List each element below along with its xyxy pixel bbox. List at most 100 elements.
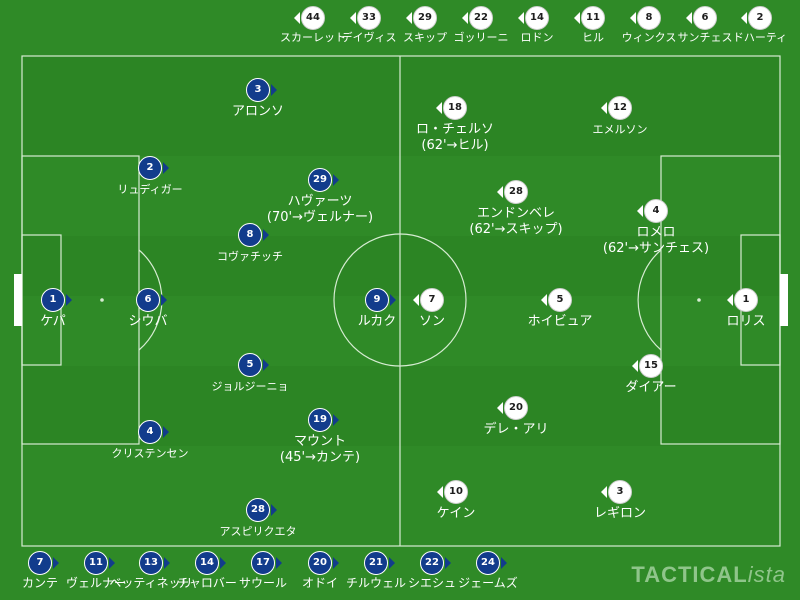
bench-player-name: ウィンクス [621,31,677,44]
home-bench-player[interactable]: 11 ヴェルナー [61,551,131,591]
home-player-kovacic[interactable]: 8 コヴァチッチ [175,223,325,273]
home-bench-player[interactable]: 22 シエシュ [397,551,467,591]
direction-arrow-icon [462,12,468,24]
home-player-azpilicueta[interactable]: 28 アスピリクエタ [183,498,333,548]
away-player-dele-alli[interactable]: 20 デレ・アリ [441,396,591,446]
home-bench-player[interactable]: 24 ジェームズ [453,551,523,591]
direction-arrow-icon [263,229,269,241]
home-bench-player[interactable]: 13 ベッティネッリ [109,551,193,591]
player-token: 8 [238,223,269,247]
player-name: ハヴァーツ(70'→ヴェルナー) [245,194,395,226]
player-token: 2 [741,6,772,30]
bench-player-name: サンチェス [677,31,733,44]
player-token: 44 [294,6,325,30]
player-token: 10 [437,480,468,504]
away-bench-player[interactable]: 22 ゴッリーニ [446,6,516,46]
bench-player-name: スカーレット [280,31,346,44]
player-token: 13 [139,551,170,575]
player-token: 1 [727,288,758,312]
direction-arrow-icon [497,186,503,198]
away-player-romero[interactable]: 4 ロメロ(62'→サンチェス) [581,199,731,256]
player-token: 15 [632,354,663,378]
home-bench-player[interactable]: 14 チャロバー [172,551,242,591]
player-token: 8 [630,6,661,30]
home-bench-player[interactable]: 7 カンテ [5,551,75,591]
player-token: 5 [238,353,269,377]
direction-arrow-icon [501,557,507,569]
home-player-silva[interactable]: 6 シウバ [73,288,223,338]
home-player-alonso[interactable]: 3 アロンソ [183,78,333,128]
bench-player-name: ゴッリーニ [453,31,509,44]
bench-player-name: ドハーティ [732,31,788,44]
away-player-hojbjerg[interactable]: 5 ホイビュア [485,288,635,338]
player-name: シウバ [128,314,168,329]
player-token: 29 [308,168,339,192]
direction-arrow-icon [497,402,503,414]
away-player-emerson[interactable]: 12 エメルソン [545,96,695,146]
away-bench-player[interactable]: 6 サンチェス [670,6,740,46]
direction-arrow-icon [637,205,643,217]
player-token: 28 [246,498,277,522]
player-name: コヴァチッチ [217,250,283,263]
player-name: ジョルジーニョ [211,380,289,393]
direction-arrow-icon [518,12,524,24]
direction-arrow-icon [163,162,169,174]
player-token: 20 [497,396,528,420]
home-player-rudiger[interactable]: 2 リュディガー [75,156,225,206]
player-name: ケイン [436,506,476,521]
away-player-lo-celso[interactable]: 18 ロ・チェルソ(62'→ヒル) [380,96,530,153]
direction-arrow-icon [727,294,733,306]
player-name: アスピリクエタ [219,525,297,538]
home-player-kepa[interactable]: 1 ケパ [0,288,128,338]
player-name: エメルソン [592,123,648,136]
home-player-lukaku[interactable]: 9 ルカク [302,288,452,338]
away-bench-player[interactable]: 14 ロドン [502,6,572,46]
away-bench-player[interactable]: 44 スカーレット [278,6,348,46]
player-token: 11 [574,6,605,30]
away-player-dier[interactable]: 15 ダイアー [576,354,726,404]
direction-arrow-icon [333,557,339,569]
away-player-lloris[interactable]: 1 ロリス [671,288,800,338]
player-token: 22 [462,6,493,30]
direction-arrow-icon [109,557,115,569]
home-player-christensen[interactable]: 4 クリステンセン [75,420,225,470]
player-name: リュディガー [117,183,183,196]
player-name: アロンソ [231,104,284,119]
direction-arrow-icon [263,359,269,371]
away-player-reguilon[interactable]: 3 レギロン [545,480,695,530]
player-token: 33 [350,6,381,30]
direction-arrow-icon [436,102,442,114]
player-name: レギロン [593,506,646,521]
away-bench-player[interactable]: 29 スキップ [390,6,460,46]
player-token: 14 [195,551,226,575]
centre-circle [333,233,467,367]
bench-player-name: スキップ [403,31,447,44]
away-bench-player[interactable]: 11 ヒル [558,6,628,46]
player-token: 18 [436,96,467,120]
away-bench-player[interactable]: 8 ウィンクス [614,6,684,46]
substitution-note: (62'→ヒル) [421,138,489,153]
bench-player-name: オドイ [301,576,338,590]
away-bench-player[interactable]: 2 ドハーティ [725,6,795,46]
player-name: ダイアー [625,380,677,395]
home-player-mount[interactable]: 19 マウント(45'→カンテ) [245,408,395,465]
away-player-ndombele[interactable]: 28 エンドンベレ(62'→スキップ) [441,180,591,237]
away-player-son[interactable]: 7 ソン [357,288,507,338]
home-player-havertz[interactable]: 29 ハヴァーツ(70'→ヴェルナー) [245,168,395,225]
direction-arrow-icon [445,557,451,569]
home-bench-player[interactable]: 21 チルウェル [341,551,411,591]
home-player-jorginho[interactable]: 5 ジョルジーニョ [175,353,325,403]
bench-player-name: ベッティネッリ [109,576,193,590]
away-player-kane[interactable]: 10 ケイン [381,480,531,530]
player-name: ホイビュア [527,314,593,329]
player-name: ロ・チェルソ(62'→ヒル) [380,122,530,154]
player-token: 12 [601,96,632,120]
home-bench-player[interactable]: 20 オドイ [285,551,355,591]
home-bench-player[interactable]: 17 サウール [228,551,298,591]
away-bench-player[interactable]: 33 デイヴィス [334,6,404,46]
bench-player-name: ジェームズ [458,576,518,590]
player-token: 24 [476,551,507,575]
player-token: 2 [138,156,169,180]
